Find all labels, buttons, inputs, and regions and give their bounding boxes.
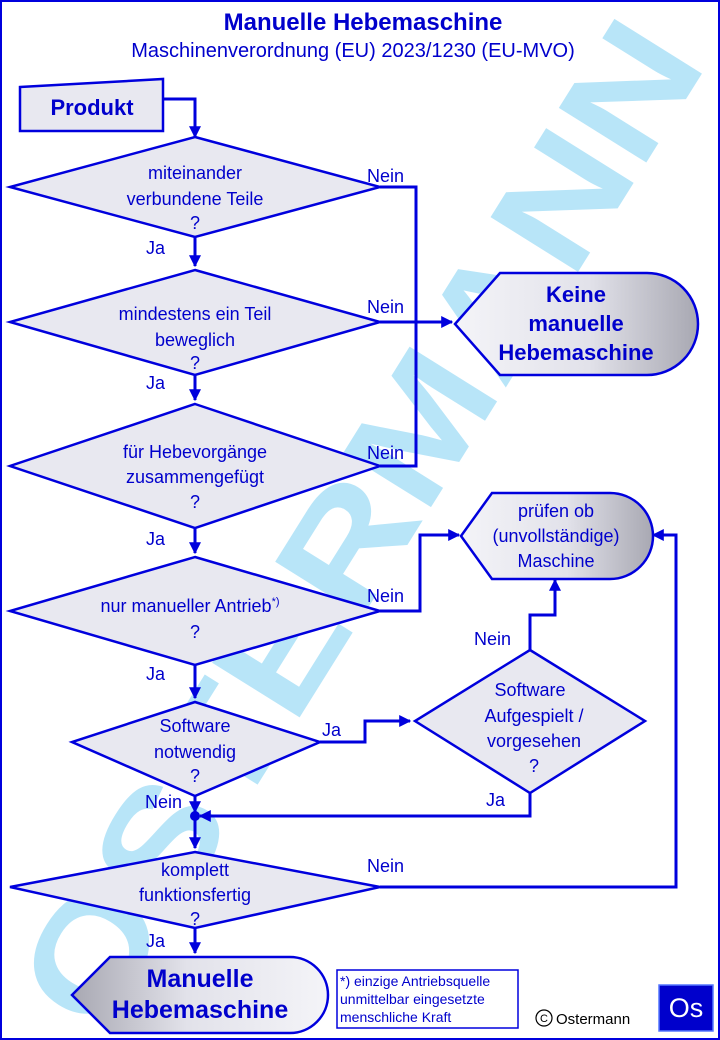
decision1-line1: miteinander [148, 163, 242, 183]
label-ja-d7: Ja [146, 931, 166, 951]
decision-complete-functional: komplett funktionsfertig ? [9, 850, 381, 930]
page-title: Manuelle Hebemaschine [224, 9, 503, 36]
copyright-symbol: C [540, 1013, 548, 1025]
start-node: Produkt [18, 77, 165, 133]
copyright: C Ostermann [535, 1009, 630, 1028]
arrow-d6-yes-to-junction [198, 793, 532, 822]
label-ja-d1: Ja [146, 238, 166, 258]
copyright-icon [535, 1009, 553, 1027]
decision6-line1: Software [494, 680, 565, 700]
label-nein-d3: Nein [367, 443, 404, 463]
decision6-line2: Aufgespielt / [484, 706, 583, 726]
footnote-line2: unmittelbar eingesetzte [340, 991, 485, 1007]
decision4-line1: nur manueller Antrieb*) [100, 596, 279, 616]
decision1-line3: ? [190, 213, 200, 233]
decision2-line3: ? [190, 353, 200, 373]
terminal-no-line1: Keine [546, 282, 606, 307]
terminal-manual-lifting-machine: Manuelle Hebemaschine [70, 955, 330, 1035]
decision-software-required: Software notwendig ? [68, 700, 324, 798]
label-nein-d7: Nein [367, 856, 404, 876]
terminal-yes-line1: Manuelle [147, 965, 254, 993]
arrow-d4-no-to-check [380, 529, 461, 613]
connectors [163, 97, 678, 955]
decision-lifting-assembled: für Hebevorgänge zusammengefügt ? [6, 402, 384, 530]
arrow-d5-yes-to-d6 [320, 715, 412, 744]
decision2-line1: mindestens ein Teil [119, 304, 272, 324]
label-nein-d4: Nein [367, 586, 404, 606]
decision7-line2: funktionsfertig [139, 885, 251, 905]
page-subtitle: Maschinenverordnung (EU) 2023/1230 (EU-M… [131, 40, 575, 62]
label-ja-d3: Ja [146, 529, 166, 549]
branch-labels: Nein Ja Nein Ja Nein Ja Nein Ja Ja Nein … [145, 166, 511, 951]
line-d1-no [380, 185, 418, 468]
copyright-text: Ostermann [556, 1011, 630, 1028]
terminal-check-line2: (unvollständige) [492, 526, 619, 546]
terminal-no-lifting-machine: Keine manuelle Hebemaschine [453, 271, 700, 377]
label-nein-d6: Nein [474, 629, 511, 649]
terminal-no-line2: manuelle [528, 311, 623, 336]
decision4-text: nur manueller Antrieb [100, 596, 271, 616]
decision6-line4: ? [529, 756, 539, 776]
label-nein-d2: Nein [367, 297, 404, 317]
label-ja-d4: Ja [146, 664, 166, 684]
label-nein-d5: Nein [145, 792, 182, 812]
arrow-start-to-d1 [163, 97, 201, 139]
arrow-d7-no-to-check [380, 529, 678, 889]
terminal-no-line3: Hebemaschine [498, 340, 653, 365]
footnote-line1: *) einzige Antriebsquelle [340, 973, 490, 989]
start-label: Produkt [50, 95, 134, 120]
terminal-check-machine: prüfen ob (unvollständige) Maschine [459, 491, 655, 581]
decision5-line2: notwendig [154, 742, 236, 762]
decision5-line1: Software [159, 716, 230, 736]
decision-movable-part: mindestens ein Teil beweglich ? [5, 268, 385, 377]
decision3-line1: für Hebevorgänge [123, 442, 267, 462]
decision3-line2: zusammengefügt [126, 467, 264, 487]
footnote-box: *) einzige Antriebsquelle unmittelbar ei… [336, 969, 519, 1029]
decision5-line3: ? [190, 766, 200, 786]
decision4-line2: ? [190, 622, 200, 642]
label-nein-d1: Nein [367, 166, 404, 186]
terminal-yes-line2: Hebemaschine [112, 996, 289, 1024]
decision6-line3: vorgesehen [487, 731, 581, 751]
decision7-line1: komplett [161, 860, 229, 880]
junction-dot [190, 811, 200, 821]
footnote-line3: menschliche Kraft [340, 1009, 451, 1025]
label-ja-d5: Ja [322, 720, 342, 740]
arrow-d6-no-to-check [528, 578, 561, 650]
terminal-check-line3: Maschine [517, 551, 594, 571]
decision-software-installed: Software Aufgespielt / vorgesehen ? [412, 648, 648, 795]
logo-text: Os [669, 993, 704, 1023]
decision-manual-drive: nur manueller Antrieb*) ? [5, 555, 385, 667]
terminal-check-line1: prüfen ob [518, 501, 594, 521]
logo: Os [658, 984, 714, 1032]
decision3-line3: ? [190, 492, 200, 512]
decision4-footnote-mark: *) [272, 596, 280, 608]
decision2-line2: beweglich [155, 330, 235, 350]
label-ja-d2: Ja [146, 373, 166, 393]
decision1-line2: verbundene Teile [127, 189, 264, 209]
decision-connected-parts: miteinander verbundene Teile ? [5, 135, 385, 239]
decision7-line3: ? [190, 909, 200, 929]
label-ja-d6: Ja [486, 790, 506, 810]
